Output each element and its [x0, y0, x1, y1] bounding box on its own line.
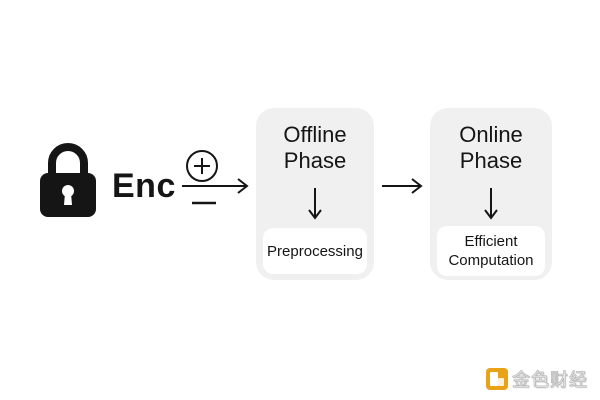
enc-label: Enc [112, 167, 176, 205]
lock-icon [40, 143, 96, 217]
offline-phase-title: Offline Phase [283, 122, 347, 173]
online-phase-card: Online Phase Efficient Computation [430, 108, 552, 280]
preprocessing-box: Preprocessing [263, 228, 367, 274]
arrow-down-icon [308, 188, 322, 220]
arrow-right-icon [382, 178, 423, 194]
watermark: 金色财经 [486, 366, 588, 392]
online-phase-title: Online Phase [459, 122, 523, 173]
jinse-logo-icon [486, 368, 508, 390]
watermark-text: 金色财经 [512, 370, 588, 392]
offline-phase-card: Offline Phase Preprocessing [256, 108, 374, 280]
efficient-computation-box: Efficient Computation [437, 226, 545, 276]
plus-minus-icon [182, 150, 249, 205]
arrow-down-icon [484, 188, 498, 220]
